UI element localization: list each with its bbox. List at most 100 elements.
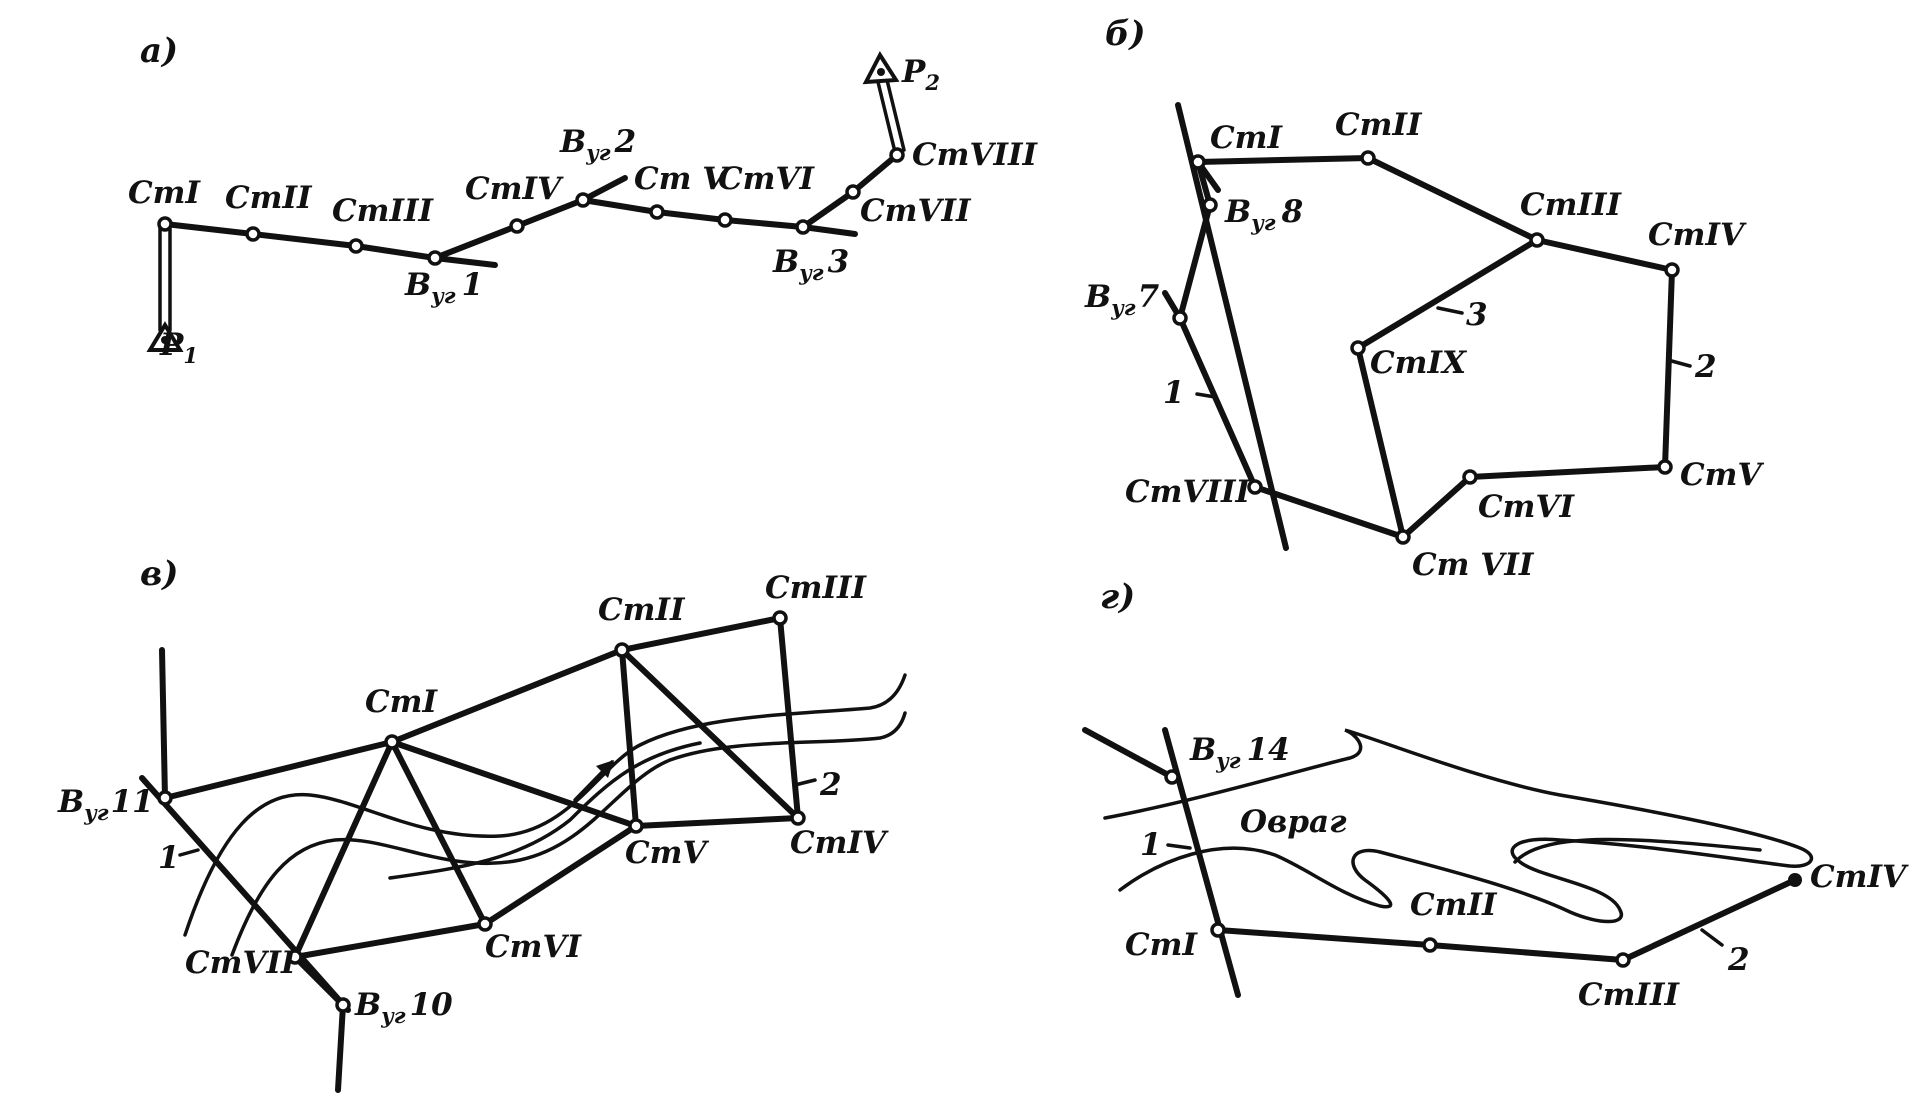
panel-b-label: б) [1105,14,1146,54]
station-label: СтIII [1578,977,1680,1013]
station-label: СтVII [185,945,297,981]
traverse-line-g [1215,877,1798,963]
station-label: СтII [1410,887,1498,923]
station-marker [157,790,173,806]
station-marker [717,212,733,228]
station-marker [384,734,400,750]
station-marker [790,810,806,826]
reference-line-v [159,647,168,801]
point-label: P2 [901,54,940,95]
station-label: СтIII [1520,187,1622,223]
station-label: СтVI [1478,489,1576,525]
station-label: Ст VII [1412,547,1535,583]
station-marker [1395,529,1411,545]
station-marker [1529,232,1545,248]
station-label: СтI [1210,120,1283,156]
station-marker [1657,459,1673,475]
station-marker [649,204,665,220]
station-marker [1210,922,1226,938]
station-label: СтIII [765,570,867,606]
station-marker [1190,154,1206,170]
station-label: СтVI [485,929,583,965]
station-marker [845,184,861,200]
station-label: СтVIII [912,137,1039,173]
station-label: СтIV [790,825,889,861]
station-marker [772,610,788,626]
panel-v-label: в) [140,554,178,594]
river-bank [230,711,907,957]
station-label: СтIV [465,171,564,207]
angle-label: Bуг7 [1084,279,1160,320]
panel-a-label: а) [140,31,178,71]
angle-label: Bуг11 [57,784,154,825]
ravine-outline [1103,728,1814,924]
reference-line-b [1175,102,1289,551]
station-marker [1172,310,1188,326]
station-marker [1350,340,1366,356]
callout-label: 2 [1727,942,1750,978]
station-marker [1462,469,1478,485]
station-label: СтII [225,180,313,216]
point-label: P1 [159,327,198,368]
station-label: СтV [1680,457,1764,493]
station-label: СтII [598,592,686,628]
station-marker [1664,262,1680,278]
station-marker [575,192,591,208]
station-marker [795,219,811,235]
station-marker [614,642,630,658]
station-marker [427,250,443,266]
station-marker [348,238,364,254]
callout-label: 1 [158,840,180,876]
arrow-head-icon [596,760,614,778]
reference-line-g [1082,727,1175,780]
station-label: СтIII [332,193,434,229]
panel-a: а) СтI СтII СтIII СтIV Ст V СтVI [128,31,1039,368]
station-label: СтI [128,175,201,211]
station-marker [477,916,493,932]
station-label: СтV [625,835,709,871]
station-marker [1788,873,1802,887]
station-marker [335,997,351,1013]
traverse-net-v [162,615,801,960]
station-marker [1360,150,1376,166]
station-label: СтIV [1810,859,1909,895]
station-marker [1422,937,1438,953]
station-marker [628,818,644,834]
station-label: СтI [1125,927,1198,963]
panel-b: б) СтI СтII СтIII СтIV СтV СтVI Ст VII С… [1084,14,1764,583]
station-label: СтVIII [1125,474,1252,510]
station-label: СтII [1335,107,1423,143]
ravine-label: Овраг [1240,804,1347,840]
station-marker [1202,197,1218,213]
station-marker [509,218,525,234]
station-marker [245,226,261,242]
station-label: Ст V [634,161,729,197]
station-marker [287,949,303,965]
panel-g-label: г) [1100,577,1135,617]
station-marker [889,147,905,163]
p2-link [876,80,897,154]
station-label: СтVII [860,193,972,229]
station-label: СтIX [1370,345,1468,381]
station-marker [157,216,173,232]
river-bank [183,673,907,937]
station-marker [1164,769,1180,785]
callout-label: 2 [819,767,842,803]
station-label: СтVI [718,161,816,197]
station-marker [1615,952,1631,968]
station-label: СтI [365,684,438,720]
station-marker [1247,479,1263,495]
reference-line-v2 [139,775,351,1013]
panel-v: в) СтI СтII СтIII СтIV СтV СтVI [57,554,907,1093]
callout-label: 3 [1466,297,1488,333]
callout-label: 1 [1140,827,1162,863]
station-label: СтIV [1648,217,1747,253]
